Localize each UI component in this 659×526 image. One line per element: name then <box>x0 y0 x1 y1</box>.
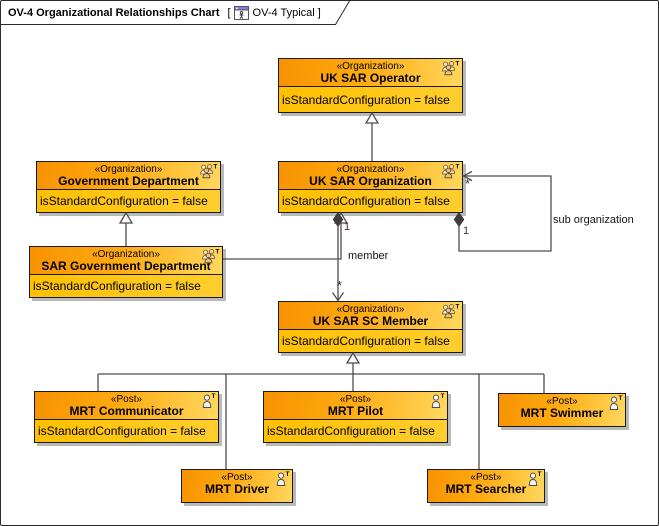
post-person-icon: T <box>527 471 542 487</box>
node-sar-government-department[interactable]: «Organization» SAR Government Department… <box>29 246 223 298</box>
node-header: «Post» MRT Driver T <box>182 470 292 502</box>
attribute-compartment: isStandardConfiguration = false <box>37 190 220 212</box>
ov4-diagram-icon <box>233 5 249 20</box>
node-header: «Organization» SAR Government Department… <box>30 247 222 275</box>
diagram-context-name: OV-4 Typical <box>252 6 315 19</box>
bracket-open: [ <box>227 6 231 19</box>
diagram-title-tab: OV-4 Organizational Relationships Chart … <box>1 1 324 24</box>
svg-text:T: T <box>212 393 216 400</box>
node-header: «Post» MRT Searcher T <box>428 470 544 502</box>
generalization-uksarorg-to-uksaroperator[interactable] <box>364 111 380 161</box>
stereotype-label: «Post» <box>546 396 578 407</box>
svg-text:T: T <box>456 163 460 170</box>
suborg-multiplicity-target: * <box>465 176 471 191</box>
node-header: «Organization» UK SAR Operator T <box>279 59 462 87</box>
node-mrt-searcher[interactable]: «Post» MRT Searcher T <box>427 469 545 503</box>
node-mrt-driver[interactable]: «Post» MRT Driver T <box>181 469 293 503</box>
stereotype-label: «Organization» <box>336 304 405 315</box>
attribute-compartment: isStandardConfiguration = false <box>264 420 447 442</box>
node-name: SAR Government Department <box>41 259 211 273</box>
stereotype-label: «Post» <box>221 472 253 483</box>
node-uk-sar-sc-member[interactable]: «Organization» UK SAR SC Member T isStan… <box>278 301 463 353</box>
stereotype-label: «Post» <box>110 394 143 405</box>
stereotype-label: «Organization» <box>336 61 405 72</box>
node-name: MRT Pilot <box>327 404 384 418</box>
attribute-compartment: isStandardConfiguration = false <box>30 275 222 297</box>
svg-text:T: T <box>214 163 218 170</box>
node-name: MRT Driver <box>204 482 269 496</box>
attribute-compartment: isStandardConfiguration = false <box>279 190 462 212</box>
organization-people-icon: T <box>441 163 460 179</box>
post-person-icon: T <box>201 393 216 409</box>
stereotype-label: «Organization» <box>92 249 160 260</box>
member-multiplicity-target: * <box>337 278 343 293</box>
svg-text:T: T <box>538 471 542 478</box>
post-person-icon: T <box>275 471 290 487</box>
svg-text:T: T <box>441 393 445 400</box>
node-name: UK SAR SC Member <box>312 314 429 328</box>
attribute-compartment: isStandardConfiguration = false <box>279 330 462 352</box>
node-name: UK SAR Operator <box>320 71 421 85</box>
node-header: «Post» MRT Communicator T <box>35 392 218 420</box>
node-header: «Organization» UK SAR Organization T <box>279 162 462 190</box>
organization-people-icon: T <box>441 303 460 319</box>
svg-text:T: T <box>456 303 460 310</box>
node-header: «Organization» Government Department T <box>37 162 220 190</box>
stereotype-label: «Post» <box>339 394 372 405</box>
node-name: MRT Searcher <box>445 482 527 496</box>
member-multiplicity-source: 1 <box>344 221 351 233</box>
node-mrt-communicator[interactable]: «Post» MRT Communicator T isStandardConf… <box>34 391 219 443</box>
stereotype-label: «Post» <box>470 472 502 483</box>
svg-text:T: T <box>286 471 290 478</box>
node-name: MRT Swimmer <box>520 406 604 420</box>
node-name: MRT Communicator <box>69 404 184 418</box>
post-person-icon: T <box>430 393 445 409</box>
svg-text:T: T <box>456 60 460 67</box>
node-header: «Post» MRT Swimmer T <box>499 394 625 426</box>
suborg-multiplicity-source: 1 <box>463 225 470 237</box>
svg-text:T: T <box>216 248 220 255</box>
generalization-sargovdept-to-uksarorg[interactable] <box>223 211 349 260</box>
node-name: Government Department <box>58 174 199 188</box>
node-header: «Organization» UK SAR SC Member T <box>279 302 462 330</box>
organization-people-icon: T <box>441 60 460 76</box>
node-mrt-swimmer[interactable]: «Post» MRT Swimmer T <box>498 393 626 427</box>
node-mrt-pilot[interactable]: «Post» MRT Pilot T isStandardConfigurati… <box>263 391 448 443</box>
node-uk-sar-operator[interactable]: «Organization» UK SAR Operator T isStand… <box>278 58 463 113</box>
svg-text:T: T <box>619 395 623 402</box>
organization-people-icon: T <box>201 248 220 264</box>
diagram-title: OV-4 Organizational Relationships Chart <box>8 6 220 19</box>
generalization-sargovdept-to-govdept[interactable] <box>118 211 134 246</box>
post-person-icon: T <box>608 395 623 411</box>
node-header: «Post» MRT Pilot T <box>264 392 447 420</box>
stereotype-label: «Organization» <box>94 164 163 175</box>
node-government-department[interactable]: «Organization» Government Department T i… <box>36 161 221 213</box>
attribute-compartment: isStandardConfiguration = false <box>279 87 462 112</box>
node-name: UK SAR Organization <box>309 174 432 188</box>
member-role-label: member <box>348 250 389 262</box>
node-uk-sar-organization[interactable]: «Organization» UK SAR Organization T isS… <box>278 161 463 213</box>
sub-organization-role-label: sub organization <box>553 214 634 226</box>
bracket-close: ] <box>317 6 321 19</box>
organization-people-icon: T <box>199 163 218 179</box>
attribute-compartment: isStandardConfiguration = false <box>35 420 218 442</box>
stereotype-label: «Organization» <box>336 164 405 175</box>
